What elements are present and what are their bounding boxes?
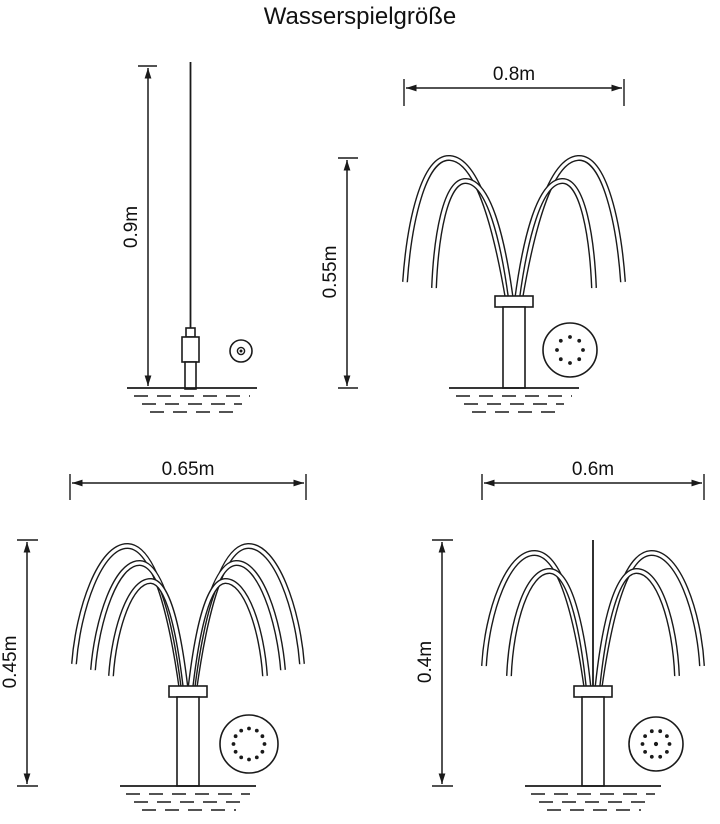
ring-with-center-hole-nozzle-icon <box>628 716 684 772</box>
left-streams <box>481 549 592 693</box>
fountain-arc-with-center-jet: 0.6m 0.4m <box>415 459 705 811</box>
water-surface <box>127 387 257 413</box>
right-streams <box>187 542 305 693</box>
height-dimension <box>17 539 38 787</box>
height-dimension <box>432 539 453 787</box>
fountain-single-jet: 0.9m <box>121 62 257 413</box>
width-dimension <box>403 79 625 106</box>
width-dimension <box>481 474 705 500</box>
height-dimension-label: 0.45m <box>0 636 21 689</box>
right-streams <box>514 155 626 301</box>
single-hole-nozzle-icon <box>229 339 253 363</box>
height-dimension <box>138 65 157 386</box>
nozzle <box>181 327 200 390</box>
eight-hole-ring-nozzle-icon <box>542 322 598 378</box>
water-streams <box>402 155 626 301</box>
height-dimension-label: 0.55m <box>320 246 341 299</box>
water-streams <box>481 540 705 693</box>
height-dimension <box>338 157 358 389</box>
nozzle <box>494 295 534 389</box>
width-dimension-label: 0.8m <box>493 64 535 85</box>
water-streams <box>71 542 305 693</box>
height-dimension-label: 0.9m <box>121 206 142 248</box>
twelve-hole-ring-nozzle-icon <box>219 714 279 774</box>
water-surface <box>525 785 661 811</box>
page-title: Wasserspielgröße <box>263 3 457 30</box>
left-streams <box>402 155 514 301</box>
water-surface <box>449 387 579 413</box>
height-dimension-label: 0.4m <box>415 641 436 683</box>
fountain-triple-arc: 0.65m 0.45m <box>0 459 307 811</box>
width-dimension <box>69 474 307 500</box>
nozzle <box>168 685 208 787</box>
nozzle <box>573 685 613 787</box>
water-surface <box>120 785 256 811</box>
fountain-double-arc: 0.8m 0.55m <box>320 64 626 413</box>
width-dimension-label: 0.6m <box>572 459 614 480</box>
right-streams <box>594 549 705 693</box>
left-streams <box>71 542 189 693</box>
width-dimension-label: 0.65m <box>162 459 215 480</box>
